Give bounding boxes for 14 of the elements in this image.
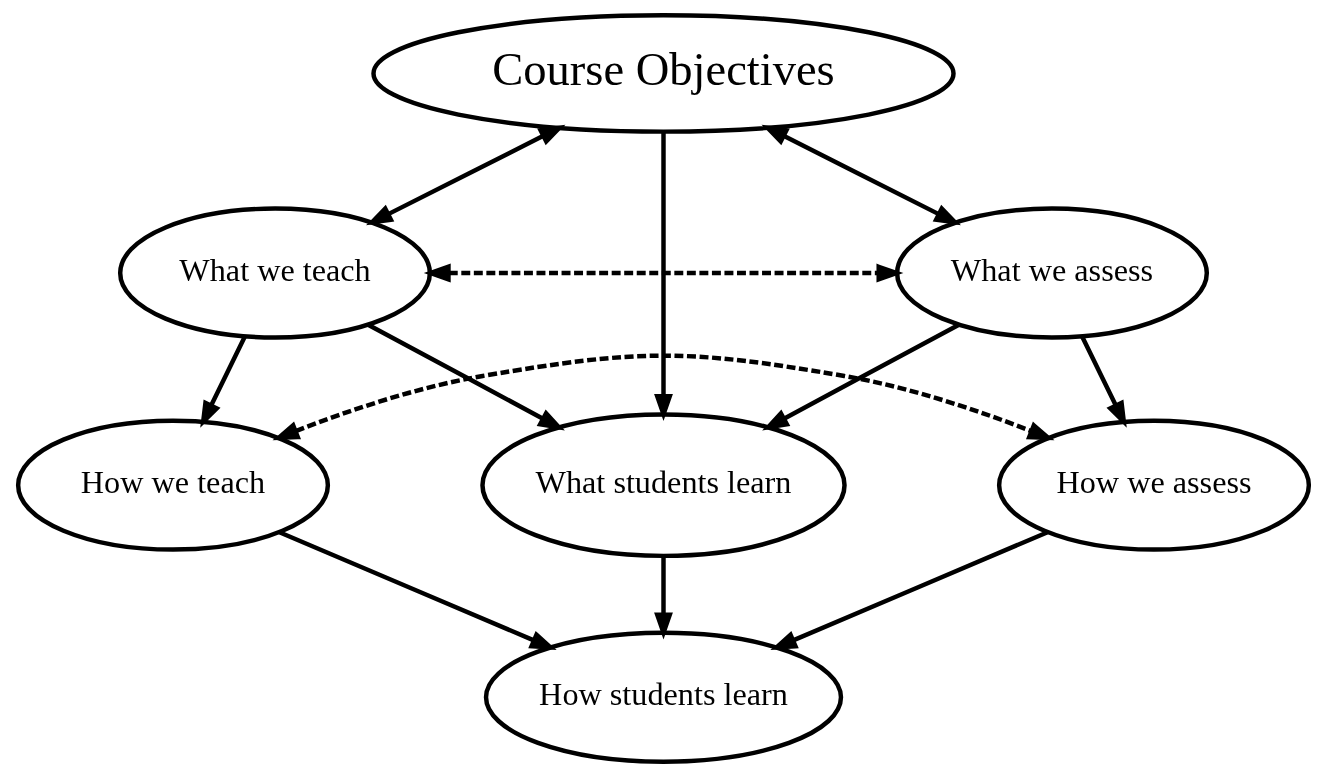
arrow <box>423 263 904 283</box>
arrow <box>654 556 673 640</box>
arrow <box>278 530 557 651</box>
arrow <box>762 322 960 431</box>
node-ellipse: What students learn <box>480 412 847 559</box>
arrow <box>367 322 565 431</box>
arrow <box>272 353 1055 441</box>
arrow <box>1080 335 1127 428</box>
node-ellipse: Course Objectives <box>371 13 956 134</box>
arrow <box>770 530 1049 651</box>
arrow <box>761 124 961 226</box>
arrow <box>654 132 673 421</box>
arrow <box>200 335 247 428</box>
arrow <box>366 124 566 226</box>
